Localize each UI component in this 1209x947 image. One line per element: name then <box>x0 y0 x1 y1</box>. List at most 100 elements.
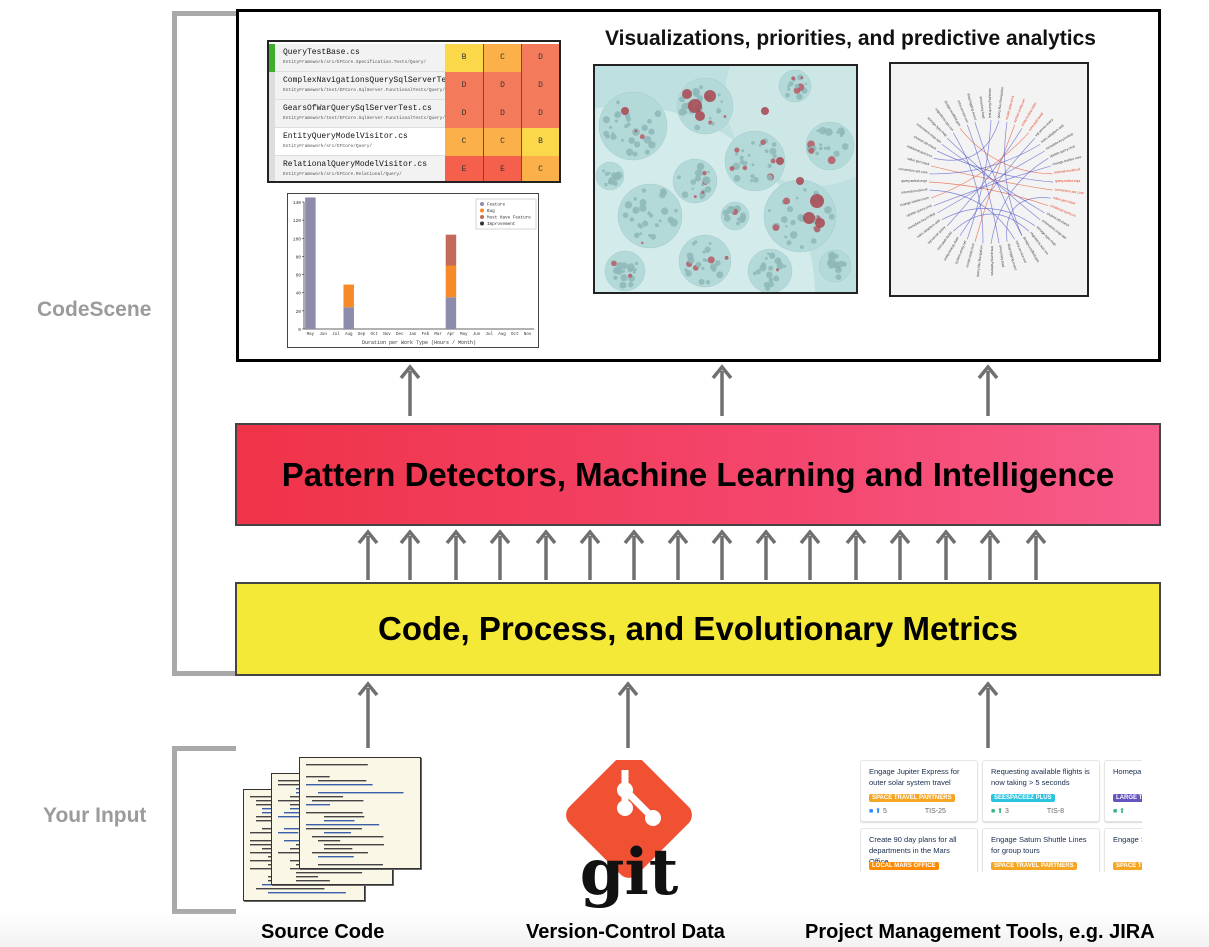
jira-card[interactable]: Requesting available flights is now taki… <box>982 760 1100 822</box>
code-line <box>268 892 346 894</box>
file-circle <box>784 235 788 239</box>
hotspot-circle <box>810 194 824 208</box>
file-circle <box>804 82 808 86</box>
file-circle <box>603 130 609 137</box>
file-circle <box>632 206 640 214</box>
file-circle <box>747 153 751 157</box>
x-tick-label: Jul <box>486 332 494 337</box>
file-circle <box>717 93 721 97</box>
file-circle <box>750 179 754 183</box>
jira-card-title: Engage Saturn Shuttle Lines for group to… <box>991 835 1087 855</box>
file-circle <box>649 213 654 218</box>
file-circle <box>696 162 705 171</box>
code-line <box>318 792 404 794</box>
file-circle <box>758 143 762 147</box>
code-line <box>306 776 330 778</box>
file-circle <box>641 241 644 245</box>
file-circle <box>790 219 796 226</box>
file-circle <box>685 270 692 277</box>
jira-card[interactable]: Engage SpaceWSPACE T <box>1104 828 1142 872</box>
file-circle <box>789 231 798 239</box>
hotspot-grade-cell: D <box>445 100 483 128</box>
x-tick-label: Oct <box>511 333 519 337</box>
file-circle <box>614 119 619 123</box>
jira-card[interactable]: Homepa inline styLARGE T■ ⬆ <box>1104 760 1142 822</box>
jira-card[interactable]: Engage Jupiter Express for outer solar s… <box>860 760 978 822</box>
file-circle <box>755 269 762 275</box>
hotspot-file-path: EntityFramework/test/EFCore.SqlServer.Fu… <box>283 116 446 121</box>
x-tick-label: Jul <box>332 332 340 337</box>
file-circle <box>701 191 705 195</box>
dependency-edge <box>929 189 1016 240</box>
file-circle <box>776 262 784 270</box>
jira-epic-tag: SPACE TRAVEL PARTNERS <box>991 862 1077 870</box>
file-circle <box>795 196 799 200</box>
hotspot-grade-cell: B <box>521 128 559 156</box>
file-circle <box>714 260 721 266</box>
file-circle <box>608 171 611 175</box>
bar-segment <box>445 265 457 298</box>
code-line <box>318 840 341 842</box>
file-circle <box>609 125 613 129</box>
file-circle <box>707 170 710 174</box>
hotspot-circle <box>803 212 815 224</box>
x-axis-label: Duration per Work Type (Hours / Month) <box>362 340 476 346</box>
file-circle <box>641 124 648 131</box>
jira-card[interactable]: Create 90 day plans for all departments … <box>860 828 978 872</box>
file-circle <box>693 240 698 244</box>
file-circle <box>736 221 740 226</box>
hotspot-file-name: GearsOfWarQuerySqlServerTest.cs <box>283 104 432 113</box>
file-circle <box>633 197 637 201</box>
file-circle <box>753 176 759 183</box>
edge-node-label: value.gen.track <box>1053 196 1077 206</box>
code-line <box>318 864 383 866</box>
up-arrow <box>1025 529 1047 580</box>
intelligence-band: Pattern Detectors, Machine Learning and … <box>235 423 1161 526</box>
file-circle <box>678 108 686 116</box>
file-circle <box>839 133 844 137</box>
file-circle <box>786 206 794 213</box>
legend-swatch <box>480 202 484 206</box>
file-circle <box>786 240 792 246</box>
hotspot-marker <box>269 156 275 181</box>
y-tick-label: 100 <box>293 236 301 242</box>
file-circle <box>615 267 623 275</box>
file-circle <box>610 133 617 140</box>
x-tick-label: Aug <box>345 333 353 337</box>
file-circle <box>628 281 634 288</box>
file-circle <box>620 138 624 142</box>
edge-node-label: model.state.kind <box>965 243 975 268</box>
jira-epic-tag: SEESPACEEZ PLUS <box>991 794 1055 802</box>
file-circle <box>810 238 817 244</box>
bar-segment <box>305 197 316 329</box>
file-circle <box>648 128 655 135</box>
legend-label: Bug <box>487 209 495 214</box>
file-circle <box>704 246 711 253</box>
y-tick-label: 60 <box>296 273 302 279</box>
edge-node-label: test.query.Pathtests <box>988 88 992 118</box>
jira-card[interactable]: Engage Saturn Shuttle Lines for group to… <box>982 828 1100 872</box>
file-circle <box>702 250 706 254</box>
x-tick-label: May <box>460 333 468 337</box>
file-circle <box>632 270 636 274</box>
jira-epic-tag: SPACE TRAVEL PARTNERS <box>869 794 955 802</box>
file-circle <box>679 96 686 103</box>
jira-card-footer: ■ ⬆ <box>1113 807 1142 815</box>
edge-node-label: proxy.lazy.load <box>998 245 1005 268</box>
up-arrow <box>399 364 421 416</box>
hotspot-grade-cell: D <box>521 100 559 128</box>
file-circle <box>693 90 700 98</box>
hotspot-grade-cell: E <box>445 156 483 181</box>
file-circle <box>643 135 652 144</box>
hotspot-circle <box>776 157 784 165</box>
file-circle <box>775 268 780 272</box>
code-line <box>324 844 384 846</box>
file-circle <box>660 207 669 215</box>
file-circle <box>614 114 618 118</box>
file-circle <box>626 148 634 156</box>
bar-segment <box>343 307 354 329</box>
edge-node-label: proxy.lazy.load <box>979 96 986 119</box>
